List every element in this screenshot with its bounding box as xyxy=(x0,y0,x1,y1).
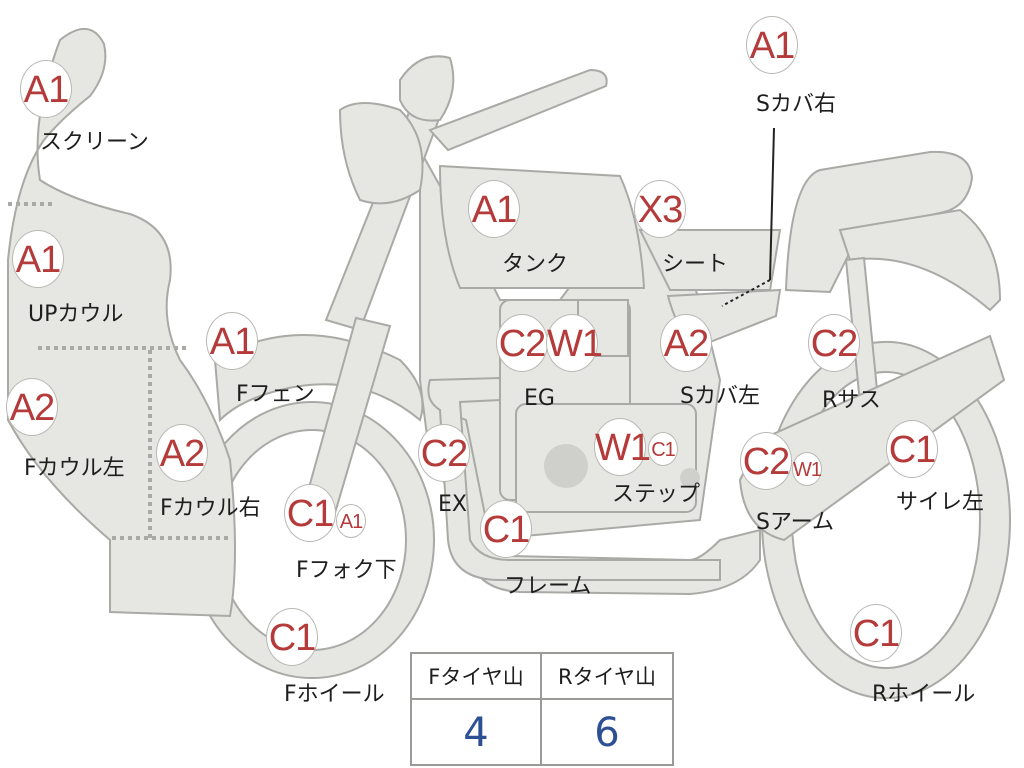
rear-tire-value: 6 xyxy=(594,710,620,756)
tire-tread-table: Fタイヤ山 Rタイヤ山 4 6 xyxy=(410,652,674,766)
part-label: Fカウル左 xyxy=(24,456,125,481)
part-label: Fホイール xyxy=(284,682,385,707)
part-label: サイレ左 xyxy=(896,490,985,515)
part-label: Sカバ左 xyxy=(680,384,760,409)
part-label: UPカウル xyxy=(28,302,124,327)
grade-badge: C2 xyxy=(496,314,548,372)
part-label: シート xyxy=(662,252,729,277)
part-label: EG xyxy=(524,386,555,411)
grade-badge-secondary: A1 xyxy=(336,504,366,538)
mirror-shape xyxy=(399,55,455,122)
grade-badge: C1 xyxy=(266,608,318,666)
grade-badge: C1 xyxy=(284,484,336,542)
grade-badge: A2 xyxy=(156,424,208,482)
part-label: スクリーン xyxy=(40,130,149,155)
grade-badge: C2 xyxy=(418,424,470,482)
grade-badge: A1 xyxy=(20,60,72,118)
grade-badge: C2 xyxy=(808,314,860,372)
grade-badge: A2 xyxy=(6,378,58,436)
grade-badge: A1 xyxy=(746,16,798,74)
grade-badge: C2 xyxy=(740,432,792,490)
part-label: Sカバ右 xyxy=(756,92,836,117)
front-tire-header: Fタイヤ山 xyxy=(412,654,542,700)
swing-arm-shape xyxy=(738,334,1006,542)
grade-badge: A1 xyxy=(12,230,64,288)
grade-badge-secondary: W1 xyxy=(792,452,822,486)
grade-badge: C1 xyxy=(480,500,532,558)
part-label: Fフォク下 xyxy=(296,558,397,583)
part-label: タンク xyxy=(502,252,569,277)
grade-badge: C1 xyxy=(850,604,902,662)
rear-tire-header: Rタイヤ山 xyxy=(542,654,672,700)
part-label: EX xyxy=(438,492,467,517)
step-knob-shape xyxy=(680,468,700,488)
exhaust-shape xyxy=(427,376,721,581)
headlight-shape xyxy=(338,102,424,205)
part-label: Rサス xyxy=(822,388,881,413)
part-label: フレーム xyxy=(504,574,592,599)
grade-badge: A1 xyxy=(468,180,520,238)
tail-cowl-shape xyxy=(784,150,974,294)
part-label: Fフェン xyxy=(236,382,315,407)
side-cover-right-leader xyxy=(769,127,775,281)
grade-badge-secondary: C1 xyxy=(648,432,678,466)
front-wheel-shape xyxy=(188,401,436,679)
grade-badge: C1 xyxy=(886,420,938,478)
handlebar-shape xyxy=(428,68,608,152)
part-label: Sアーム xyxy=(756,510,834,535)
grade-badge: A1 xyxy=(206,312,258,370)
part-label: Rホイール xyxy=(872,682,976,707)
grade-badge: A2 xyxy=(660,314,712,372)
part-label: ステップ xyxy=(612,482,701,507)
grade-badge-secondary: W1 xyxy=(546,314,603,372)
grade-badge: X3 xyxy=(634,180,686,238)
rear-fender-shape xyxy=(838,208,1002,312)
engine-cover-shape xyxy=(544,444,588,488)
part-label: Fカウル右 xyxy=(160,496,261,521)
front-tire-value: 4 xyxy=(412,700,542,766)
grade-badge: W1 xyxy=(594,418,651,476)
